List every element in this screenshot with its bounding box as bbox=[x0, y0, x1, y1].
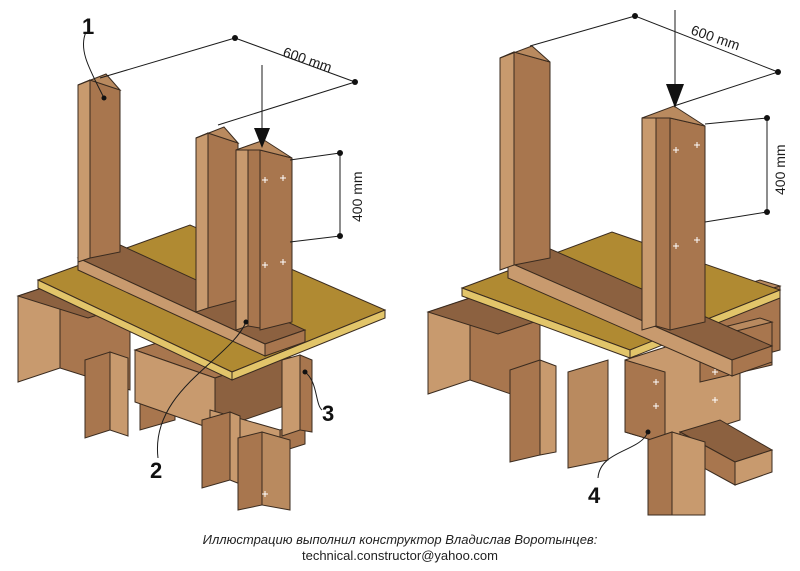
left-dimension-400: 400 mm bbox=[289, 150, 365, 243]
left-assembly: 600 mm 400 mm 1 2 3 bbox=[16, 14, 387, 511]
right-dimension-400: 400 mm bbox=[704, 115, 788, 223]
credit-email: technical.constructor@yahoo.com bbox=[301, 548, 498, 563]
right-bottom-plate bbox=[506, 247, 774, 377]
right-load-arrow bbox=[666, 10, 684, 108]
left-double-stud bbox=[235, 139, 293, 331]
left-load-arrow bbox=[254, 65, 270, 148]
right-callout-leader bbox=[597, 429, 651, 479]
left-spacing-label: 600 mm bbox=[281, 44, 334, 76]
callout-3: 3 bbox=[322, 401, 334, 426]
left-stud-1 bbox=[77, 73, 122, 263]
callout-1: 1 bbox=[82, 14, 94, 39]
callout-2: 2 bbox=[150, 458, 162, 483]
right-nail-marks bbox=[653, 142, 718, 409]
right-height-label: 400 mm bbox=[772, 144, 788, 195]
left-callout-leaders bbox=[82, 31, 323, 459]
left-dimension-600: 600 mm bbox=[99, 35, 358, 126]
right-lower-post-1 bbox=[509, 359, 557, 463]
left-lower-post-1 bbox=[84, 351, 129, 439]
right-stud-1 bbox=[499, 45, 551, 271]
credit-line-1: Иллюстрацию выполнил конструктор Владисл… bbox=[202, 532, 598, 547]
callout-4: 4 bbox=[588, 483, 601, 508]
right-double-stud bbox=[641, 105, 706, 331]
right-spacing-label: 600 mm bbox=[689, 22, 742, 54]
right-lower-joist bbox=[426, 297, 542, 405]
right-assembly: 600 mm 400 mm 4 bbox=[426, 10, 788, 516]
left-bottom-post-a bbox=[201, 411, 241, 489]
left-nail-marks bbox=[262, 175, 286, 497]
left-bottom-post-b bbox=[237, 431, 291, 511]
right-dimension-600: 600 mm bbox=[529, 13, 781, 107]
left-height-label: 400 mm bbox=[349, 171, 365, 222]
right-bottom-post bbox=[647, 431, 706, 516]
left-stud-2 bbox=[195, 126, 240, 313]
right-lower-post-2 bbox=[567, 359, 609, 469]
left-post-3 bbox=[281, 354, 313, 437]
